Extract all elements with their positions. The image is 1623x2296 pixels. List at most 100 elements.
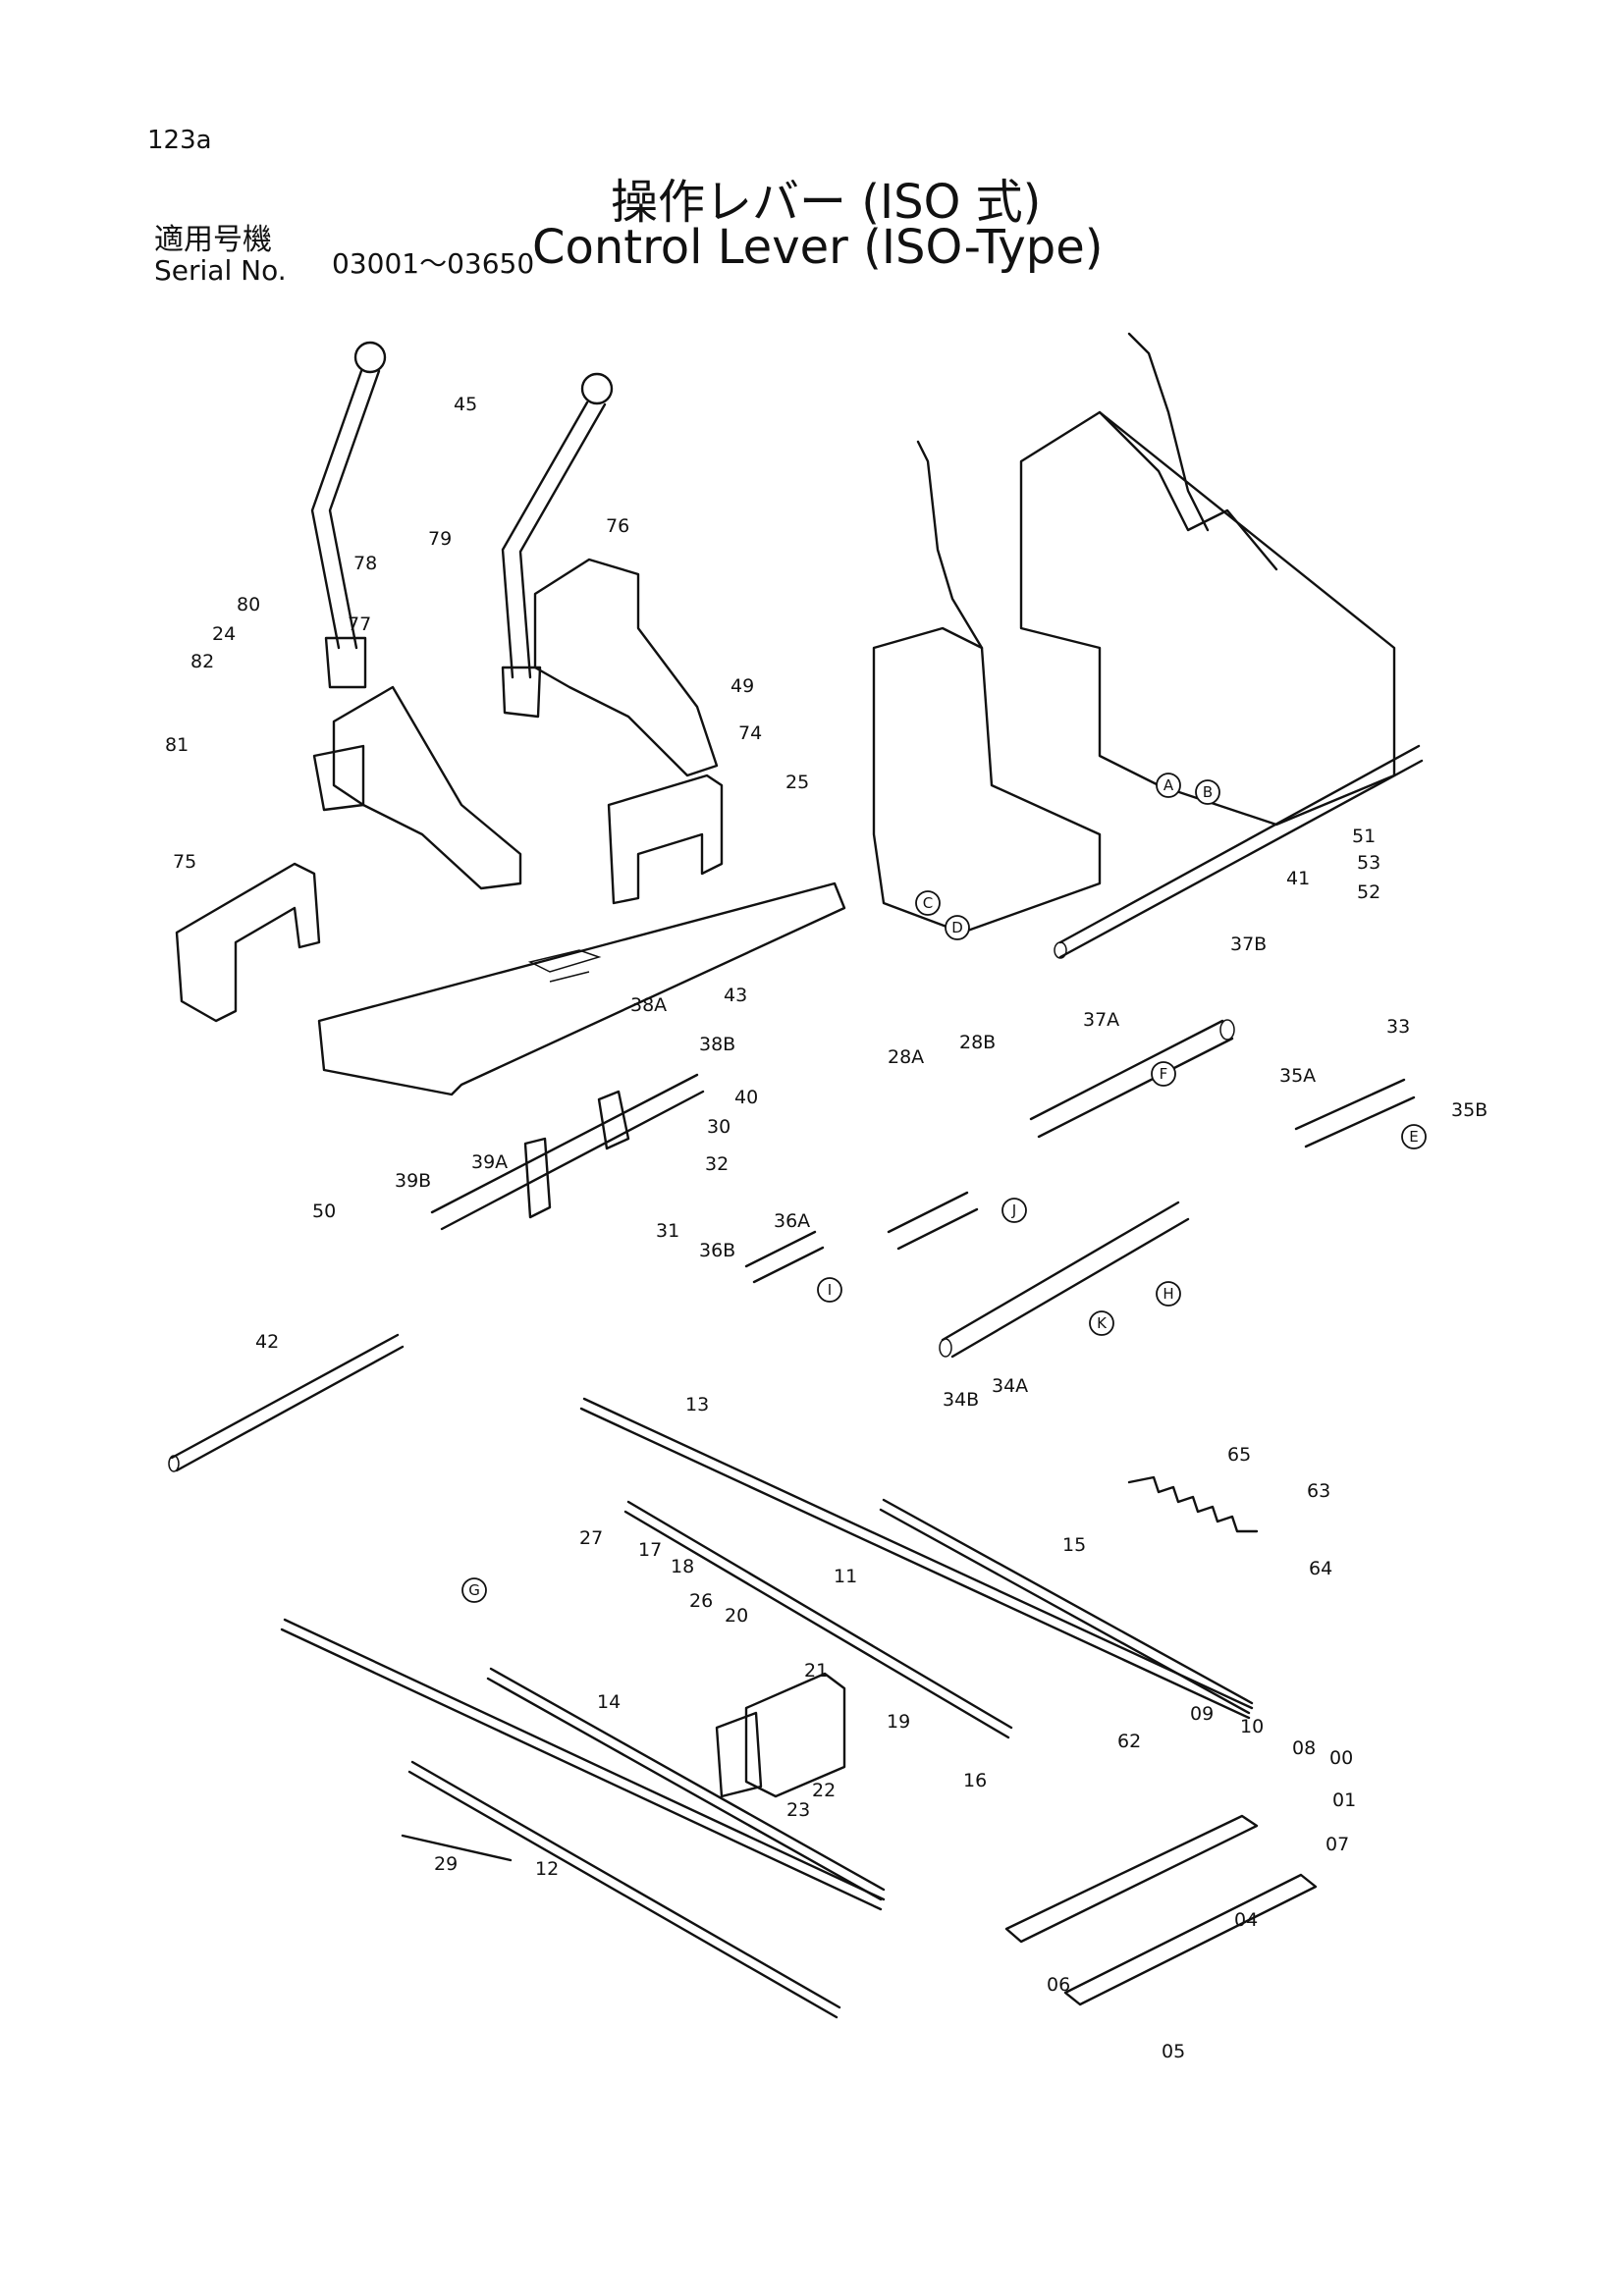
callout-74: 74 xyxy=(738,722,762,744)
callout-09: 09 xyxy=(1190,1703,1214,1725)
callout-77: 77 xyxy=(348,614,371,635)
callout-35b: 35B xyxy=(1451,1099,1488,1121)
callout-75: 75 xyxy=(173,851,196,873)
shaft-37a xyxy=(1029,1019,1235,1139)
callout-37a: 37A xyxy=(1083,1009,1119,1031)
callout-45: 45 xyxy=(454,394,477,415)
reference-marker-a: A xyxy=(1156,773,1181,798)
svg-text:F: F xyxy=(1160,1065,1168,1083)
reference-marker-k: K xyxy=(1089,1310,1114,1336)
callout-15: 15 xyxy=(1062,1534,1086,1556)
callout-27: 27 xyxy=(579,1527,603,1549)
callout-52: 52 xyxy=(1357,881,1380,903)
serial-range: 03001～03650 xyxy=(332,247,535,280)
svg-text:B: B xyxy=(1203,783,1213,801)
callout-17: 17 xyxy=(638,1539,662,1561)
callout-82: 82 xyxy=(190,651,214,672)
callout-33: 33 xyxy=(1386,1016,1410,1038)
callout-layer: 457879768024827749817425754338A38B403032… xyxy=(165,394,1488,2062)
callout-78: 78 xyxy=(353,553,377,574)
svg-text:D: D xyxy=(951,919,963,936)
reference-marker-f: F xyxy=(1151,1061,1176,1087)
callout-36b: 36B xyxy=(699,1240,735,1261)
serial-label-japanese: 適用号機 xyxy=(154,223,272,257)
title-japanese: 操作レバー (ISO 式) xyxy=(611,175,1042,230)
svg-text:I: I xyxy=(828,1281,832,1299)
callout-22: 22 xyxy=(812,1780,836,1801)
serial-label-english: Serial No. xyxy=(154,254,287,287)
callout-51: 51 xyxy=(1352,826,1376,847)
callout-16: 16 xyxy=(963,1770,987,1791)
callout-63: 63 xyxy=(1307,1480,1330,1502)
callout-41: 41 xyxy=(1286,868,1310,889)
callout-11: 11 xyxy=(834,1566,857,1587)
reference-marker-g: G xyxy=(461,1577,487,1603)
plates-04-06 xyxy=(1004,1814,1318,2006)
callout-50: 50 xyxy=(312,1201,336,1222)
callout-81: 81 xyxy=(165,734,189,756)
shaft-42 xyxy=(168,1333,405,1472)
svg-text:C: C xyxy=(923,894,933,912)
reference-marker-i: I xyxy=(817,1277,842,1303)
callout-05: 05 xyxy=(1162,2041,1185,2062)
callout-13: 13 xyxy=(685,1394,709,1415)
callout-07: 07 xyxy=(1325,1834,1349,1855)
cab-console xyxy=(872,332,1396,934)
svg-text:G: G xyxy=(468,1581,480,1599)
callout-80: 80 xyxy=(237,594,260,615)
callout-14: 14 xyxy=(597,1691,621,1713)
shaft-36a xyxy=(744,1230,825,1284)
callout-24: 24 xyxy=(212,623,236,645)
callout-39a: 39A xyxy=(471,1151,508,1173)
callout-53: 53 xyxy=(1357,852,1380,874)
reference-marker-c: C xyxy=(915,890,941,916)
lever-79 xyxy=(501,372,614,719)
callout-10: 10 xyxy=(1240,1716,1264,1737)
callout-38a: 38A xyxy=(630,994,667,1016)
lever-78 xyxy=(310,341,387,689)
callout-34b: 34B xyxy=(943,1389,979,1411)
callout-12: 12 xyxy=(535,1858,559,1880)
pedal-77 xyxy=(312,685,522,890)
base-plate-43 xyxy=(317,881,846,1096)
callout-43: 43 xyxy=(724,985,747,1006)
callout-38b: 38B xyxy=(699,1034,735,1055)
page-number: 123a xyxy=(147,126,212,155)
pedal-76 xyxy=(533,558,719,777)
callout-42: 42 xyxy=(255,1331,279,1353)
callout-25: 25 xyxy=(785,772,809,793)
callout-08: 08 xyxy=(1292,1737,1316,1759)
callout-32: 32 xyxy=(705,1153,729,1175)
callout-34a: 34A xyxy=(992,1375,1028,1397)
callout-79: 79 xyxy=(428,528,452,550)
shaft-28a xyxy=(887,1191,979,1251)
callout-28a: 28A xyxy=(888,1046,924,1068)
svg-text:A: A xyxy=(1163,776,1174,794)
svg-text:H: H xyxy=(1163,1285,1173,1303)
reference-marker-h: H xyxy=(1156,1281,1181,1307)
callout-19: 19 xyxy=(887,1711,910,1733)
callout-39b: 39B xyxy=(395,1170,431,1192)
shaft-41 xyxy=(1054,744,1424,959)
block-21 xyxy=(715,1672,846,1798)
bracket-74 xyxy=(607,774,724,905)
svg-text:J: J xyxy=(1011,1201,1016,1219)
spring-65 xyxy=(1127,1475,1259,1533)
callout-49: 49 xyxy=(730,675,754,697)
callout-35a: 35A xyxy=(1279,1065,1316,1087)
callout-64: 64 xyxy=(1309,1558,1332,1579)
callout-00: 00 xyxy=(1329,1747,1353,1769)
callout-18: 18 xyxy=(671,1556,694,1577)
callout-36a: 36A xyxy=(774,1210,810,1232)
callout-23: 23 xyxy=(786,1799,810,1821)
reference-marker-j: J xyxy=(1001,1198,1027,1223)
callout-06: 06 xyxy=(1047,1974,1070,1996)
callout-28b: 28B xyxy=(959,1032,996,1053)
rods xyxy=(280,1397,1254,2019)
callout-29: 29 xyxy=(434,1853,458,1875)
callout-65: 65 xyxy=(1227,1444,1251,1466)
callout-21: 21 xyxy=(804,1660,828,1682)
shaft-34a xyxy=(939,1201,1190,1359)
callout-20: 20 xyxy=(725,1605,748,1627)
